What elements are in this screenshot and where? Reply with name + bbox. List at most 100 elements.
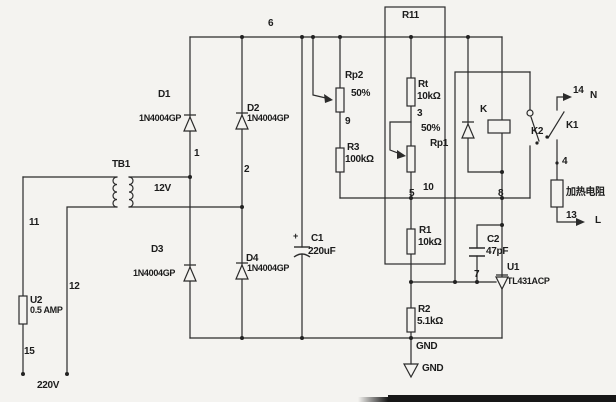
label-12v: 12V	[154, 183, 171, 194]
primary-coil	[112, 176, 118, 208]
label-gnd-symbol: GND	[422, 363, 444, 374]
gnd-symbol-triangle	[402, 363, 420, 379]
label-d3-ref: D3	[151, 244, 164, 255]
terminal-13-arrow	[576, 218, 585, 226]
label-rt-ref: Rt	[418, 79, 428, 90]
r1-body	[406, 228, 416, 255]
junction-dots	[21, 35, 559, 376]
label-u1-part: TL431ACP	[507, 276, 550, 286]
label-node10: 10	[423, 182, 434, 193]
arrowheads	[324, 93, 585, 226]
label-d4-ref: D4	[246, 253, 259, 264]
label-tb1: TB1	[112, 159, 130, 170]
rp2-body	[335, 87, 345, 113]
rp2-wiper-arrow	[324, 94, 333, 103]
diode-flyback	[461, 121, 475, 139]
label-node4: 4	[562, 156, 568, 167]
rp1-wiper-arrow	[397, 150, 406, 159]
heater-body	[550, 179, 564, 208]
label-r2-ref: R2	[418, 304, 431, 315]
label-gnd-rail: GND	[416, 341, 438, 352]
label-d3-part: 1N4004GP	[133, 268, 176, 278]
label-relay-coil-k: K	[480, 104, 487, 115]
relay-box-left	[454, 71, 531, 283]
label-rt-val: 10kΩ	[417, 91, 441, 102]
label-node13: 13	[566, 210, 577, 221]
label-r2-val: 5.1kΩ	[417, 316, 443, 327]
wire-primary-bottom	[66, 206, 118, 375]
rt-body	[406, 77, 416, 107]
label-rp1-val: 50%	[421, 123, 441, 134]
label-r11: R11	[402, 10, 419, 21]
wire-c2-branch	[476, 224, 503, 283]
label-node2: 2	[244, 164, 250, 175]
label-c2-ref: C2	[487, 234, 500, 245]
label-k1: K1	[566, 120, 579, 131]
label-r1-ref: R1	[419, 225, 432, 236]
label-d1-ref: D1	[158, 89, 171, 100]
relay-coil-body	[487, 119, 511, 134]
label-r1-val: 10kΩ	[418, 237, 442, 248]
label-c2-val: 47pF	[486, 246, 509, 257]
diode-d2	[235, 112, 249, 130]
label-line: L	[595, 215, 601, 226]
label-c1-ref: C1	[311, 233, 324, 244]
label-r3-val: 100kΩ	[345, 154, 374, 165]
label-node5: 5	[409, 188, 415, 199]
diodes	[183, 112, 509, 291]
photo-edge-artifact	[358, 395, 616, 402]
label-node12: 12	[69, 281, 80, 292]
diode-d4	[235, 262, 249, 280]
label-node11: 11	[29, 217, 39, 228]
diode-d3	[183, 264, 197, 282]
wire-line-feed	[556, 206, 582, 223]
u1-tl431-symbol	[495, 274, 509, 291]
label-heater: 加热电阻	[566, 187, 605, 198]
label-node1: 1	[194, 148, 200, 159]
label-node14: 14	[573, 85, 584, 96]
label-u1-ref: U1	[507, 262, 520, 273]
wire-flyback-branch	[467, 36, 503, 173]
r11-box	[384, 6, 446, 265]
label-node15: 15	[24, 346, 35, 357]
fuse-u2-body	[18, 295, 28, 325]
label-u2-ref: U2	[30, 295, 43, 306]
capacitors	[293, 246, 485, 258]
label-rp2-ref: Rp2	[345, 70, 363, 81]
wire-rp1-wiper	[389, 121, 412, 156]
contact-k1-blade	[547, 111, 565, 139]
rp1-body	[406, 145, 416, 173]
label-u2-val: 0.5 AMP	[30, 305, 63, 315]
label-rp1-ref: Rp1	[430, 138, 448, 149]
c2-plates	[469, 247, 485, 257]
r2-body	[406, 307, 416, 333]
diode-d1	[183, 114, 197, 132]
label-d4-part: 1N4004GP	[247, 263, 290, 273]
label-r3-ref: R3	[347, 142, 360, 153]
wire-rp2-wiper	[312, 36, 331, 100]
wires	[22, 36, 582, 375]
contact-k2-blade	[530, 116, 540, 142]
label-node9: 9	[345, 116, 351, 127]
label-node7: 7	[474, 269, 480, 280]
label-c1-val: 220uF	[308, 246, 336, 257]
label-220v: 220V	[37, 380, 60, 391]
component-bodies	[18, 6, 564, 333]
label-node6: 6	[268, 18, 274, 29]
label-c1-plus: +	[293, 231, 298, 241]
c1-plate-bottom	[293, 253, 311, 258]
terminal-14-arrow	[563, 93, 572, 101]
label-d2-part: 1N4004GP	[247, 113, 290, 123]
label-d1-part: 1N4004GP	[139, 113, 182, 123]
label-rp2-val: 50%	[351, 88, 371, 99]
label-node3: 3	[417, 108, 423, 119]
label-d2-ref: D2	[247, 103, 260, 114]
label-neutral: N	[590, 90, 597, 101]
secondary-coil	[128, 176, 134, 208]
k2-fixed-contact	[526, 109, 534, 117]
label-node8: 8	[498, 188, 504, 199]
transformer-tb1	[112, 176, 134, 208]
r3-body	[335, 147, 345, 173]
